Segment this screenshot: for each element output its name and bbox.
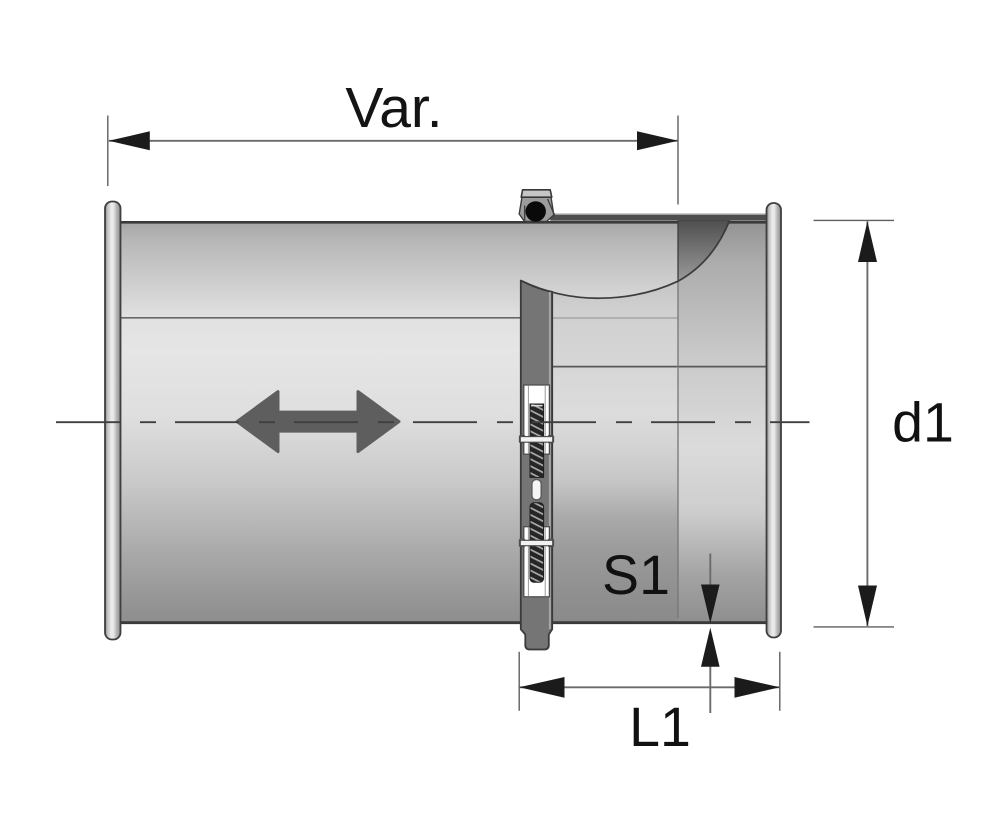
svg-text:S1: S1 xyxy=(602,544,670,606)
svg-text:d1: d1 xyxy=(892,392,954,454)
svg-text:L1: L1 xyxy=(629,696,691,758)
svg-text:Var.: Var. xyxy=(345,76,442,140)
